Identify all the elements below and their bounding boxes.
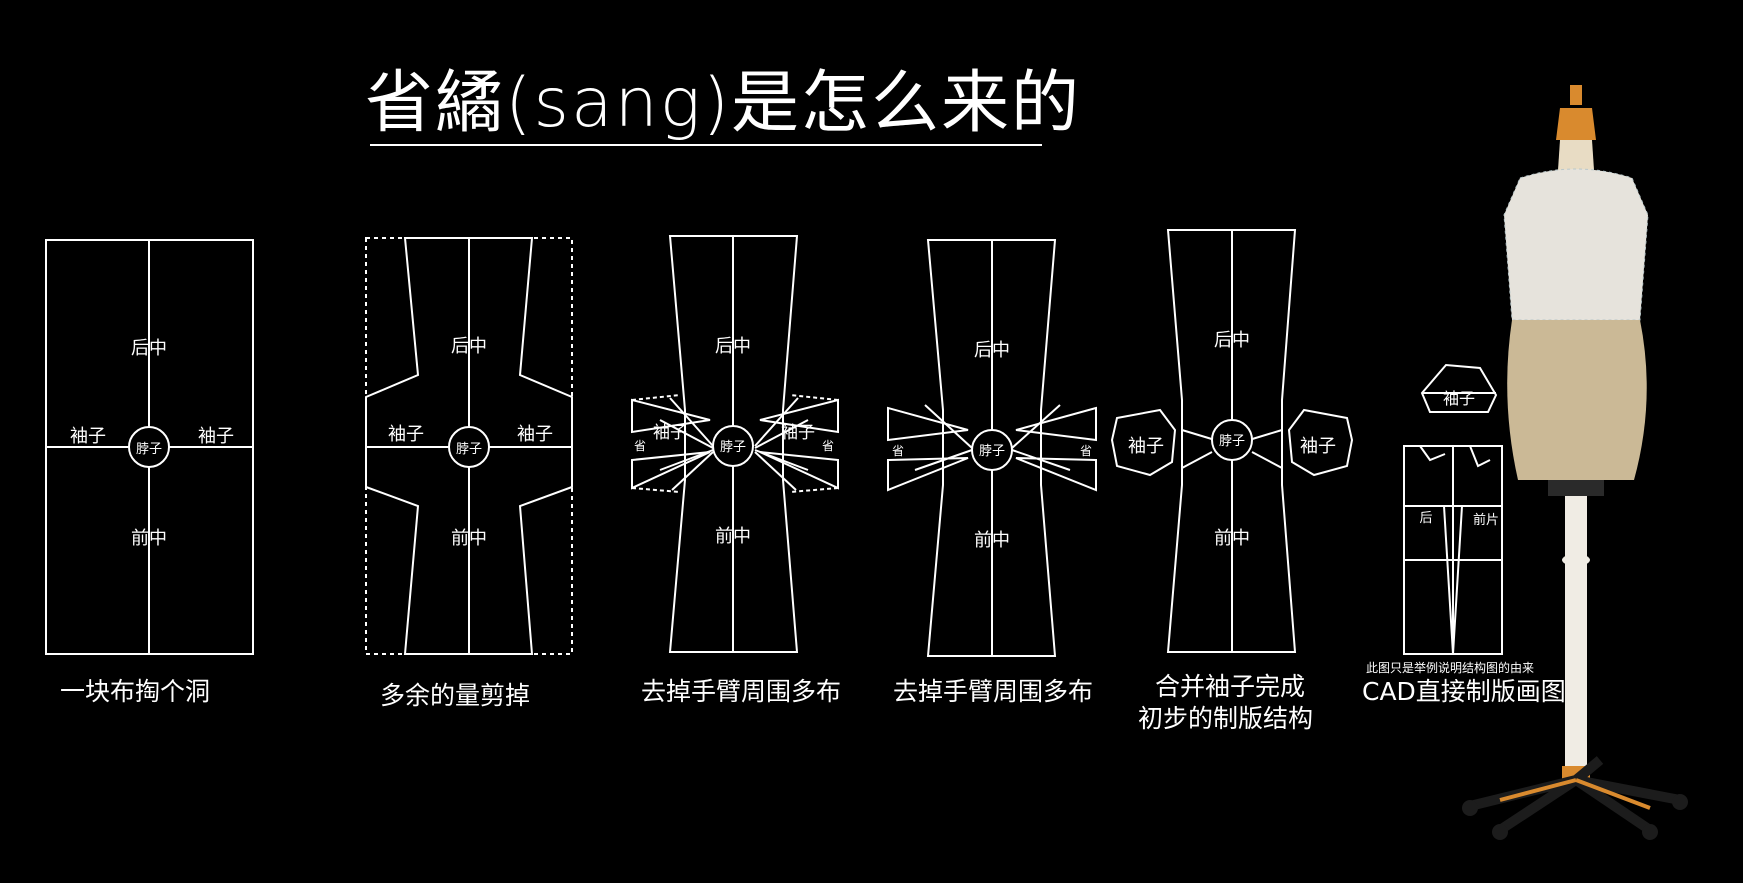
label-back-center-1: 后中	[131, 338, 167, 359]
title-underline	[370, 144, 1042, 146]
label-neck-4: 脖子	[979, 443, 1005, 459]
label-back-center-3: 后中	[715, 336, 751, 357]
small-note: 此图只是举例说明结构图的由来	[1366, 660, 1534, 675]
label-sleeve-3r: 袖子	[781, 423, 815, 443]
caption-2: 多余的量剪掉	[380, 681, 531, 710]
label-front-center-3: 前中	[715, 526, 751, 547]
caption-4: 去掉手臂周围多布	[893, 677, 1094, 706]
panel-5-merged	[1110, 229, 1354, 653]
caption-5b: 初步的制版结构	[1138, 704, 1314, 733]
label-sleeve-6: 袖子	[1443, 389, 1475, 408]
label-front-center-5: 前中	[1214, 528, 1250, 549]
label-back-6: 后	[1419, 511, 1432, 526]
label-sleeve-5r: 袖子	[1300, 436, 1336, 457]
label-sleeve-1l: 袖子	[70, 426, 106, 447]
label-neck-3: 脖子	[720, 439, 746, 455]
label-back-center-4: 后中	[974, 340, 1010, 361]
panel-3-darts	[631, 235, 839, 653]
label-sleeve-1r: 袖子	[198, 426, 234, 447]
label-neck-2: 脖子	[456, 441, 482, 457]
label-sleeve-3l: 袖子	[653, 423, 687, 443]
label-dart-3l: 省	[634, 439, 646, 453]
dress-form-illustration	[1462, 85, 1688, 840]
label-front-center-1: 前中	[131, 528, 167, 549]
label-sleeve-5l: 袖子	[1128, 436, 1164, 457]
label-neck-5: 脖子	[1219, 433, 1245, 449]
label-back-center-2: 后中	[451, 336, 487, 357]
panel-6-cad	[1403, 363, 1503, 655]
label-back-center-5: 后中	[1214, 330, 1250, 351]
caption-6: CAD直接制版画图	[1362, 677, 1566, 706]
label-front-center-4: 前中	[974, 530, 1010, 551]
caption-1: 一块布掏个洞	[60, 677, 211, 706]
panel-2-cross	[365, 237, 573, 655]
label-front-piece-6: 前片	[1473, 512, 1499, 528]
caption-3: 去掉手臂周围多布	[641, 677, 842, 706]
panel-4-darts	[887, 239, 1097, 657]
label-neck-1: 脖子	[136, 441, 162, 457]
page-title: 省繘(sang)是怎么来的	[365, 64, 1082, 143]
label-dart-3r: 省	[822, 439, 834, 453]
diagram-labels: 后中 前中 袖子 袖子 脖子 后中 前中 袖子 袖子 脖子 后中 前中 袖子 袖…	[70, 330, 1534, 675]
panel-1-rectangle	[45, 239, 254, 655]
label-sleeve-2l: 袖子	[388, 424, 424, 445]
caption-5a: 合并袖子完成	[1155, 672, 1306, 701]
label-dart-4l: 省	[892, 444, 904, 458]
label-front-center-2: 前中	[451, 528, 487, 549]
label-sleeve-2r: 袖子	[517, 424, 553, 445]
label-dart-4r: 省	[1080, 444, 1092, 458]
